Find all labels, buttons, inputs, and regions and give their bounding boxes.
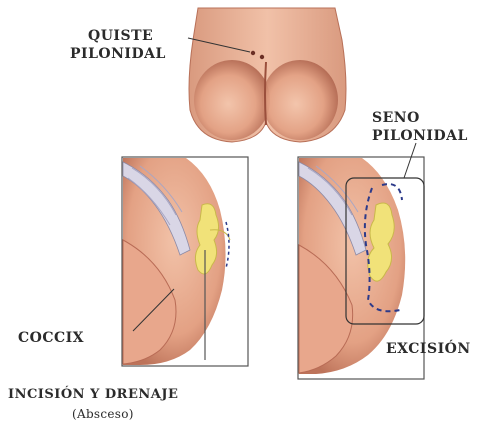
quiste-label-line2: PILONIDAL — [70, 46, 166, 63]
incision-panel — [122, 157, 248, 366]
cyst-pore-dot — [251, 51, 255, 55]
incision-label: INCISIÓN Y DRENAJE — [8, 386, 178, 403]
buttocks-illustration — [189, 8, 346, 142]
cyst-pore-dot — [260, 55, 264, 59]
quiste-label-line1: QUISTE — [88, 28, 153, 45]
seno-label-line2: PILONIDAL — [372, 128, 468, 145]
coccix-label: COCCIX — [18, 330, 84, 347]
seno-label-line1: SENO — [372, 110, 420, 127]
incision-sublabel: (Absceso) — [72, 406, 134, 423]
excision-label: EXCISIÓN — [386, 341, 471, 358]
